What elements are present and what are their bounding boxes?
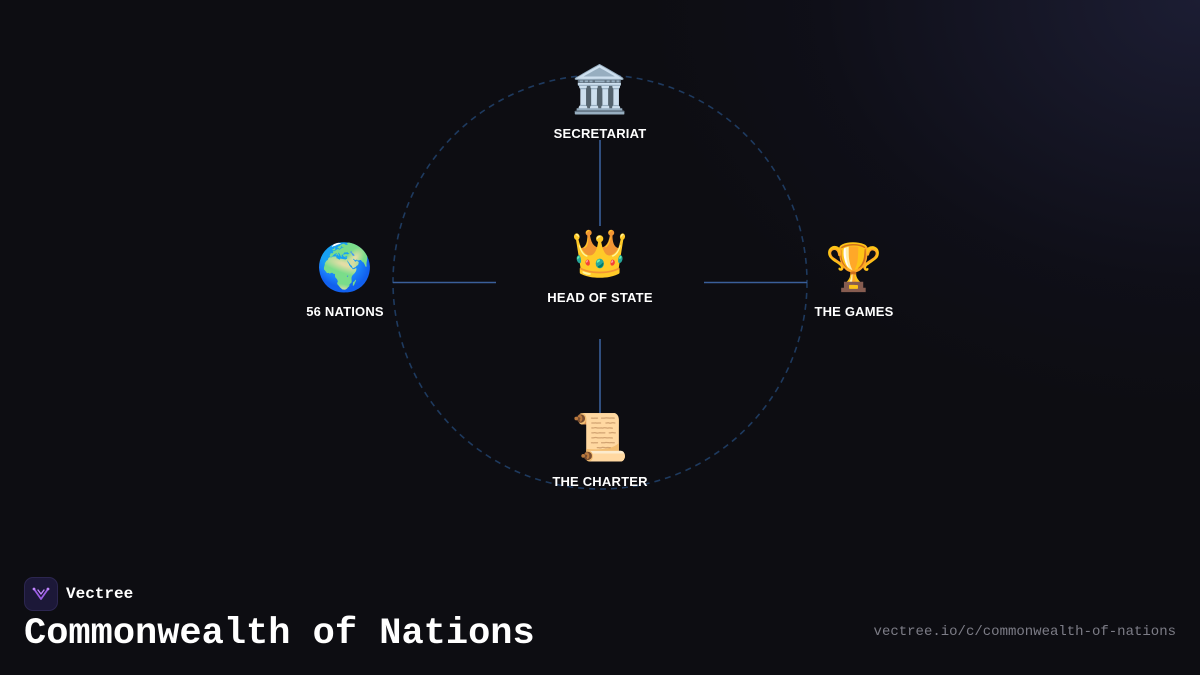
page-title: Commonwealth of Nations (24, 613, 535, 655)
globe-icon: 🌍 (316, 241, 374, 293)
trophy-icon: 🏆 (825, 241, 883, 293)
node-label: THE GAMES (814, 304, 894, 319)
vectree-mark-icon (32, 587, 50, 600)
brand: Vectree (24, 577, 133, 611)
node-the-games: 🏆 THE GAMES (764, 240, 944, 319)
node-the-charter: 📜 THE CHARTER (510, 410, 690, 489)
node-head-of-state: 👑 HEAD OF STATE (510, 226, 690, 305)
node-label: THE CHARTER (552, 474, 648, 489)
node-label: HEAD OF STATE (547, 290, 653, 305)
brand-name: Vectree (66, 585, 134, 603)
node-label: 56 NATIONS (306, 304, 384, 319)
vectree-logo-icon (24, 577, 58, 611)
page-url[interactable]: vectree.io/c/commonwealth-of-nations (873, 624, 1176, 640)
node-56-nations: 🌍 56 NATIONS (255, 240, 435, 319)
classical-building-icon: 🏛️ (571, 63, 629, 115)
crown-icon: 👑 (571, 227, 629, 279)
scroll-icon: 📜 (571, 411, 629, 463)
node-label: SECRETARIAT (553, 126, 647, 141)
node-secretariat: 🏛️ SECRETARIAT (510, 62, 690, 141)
